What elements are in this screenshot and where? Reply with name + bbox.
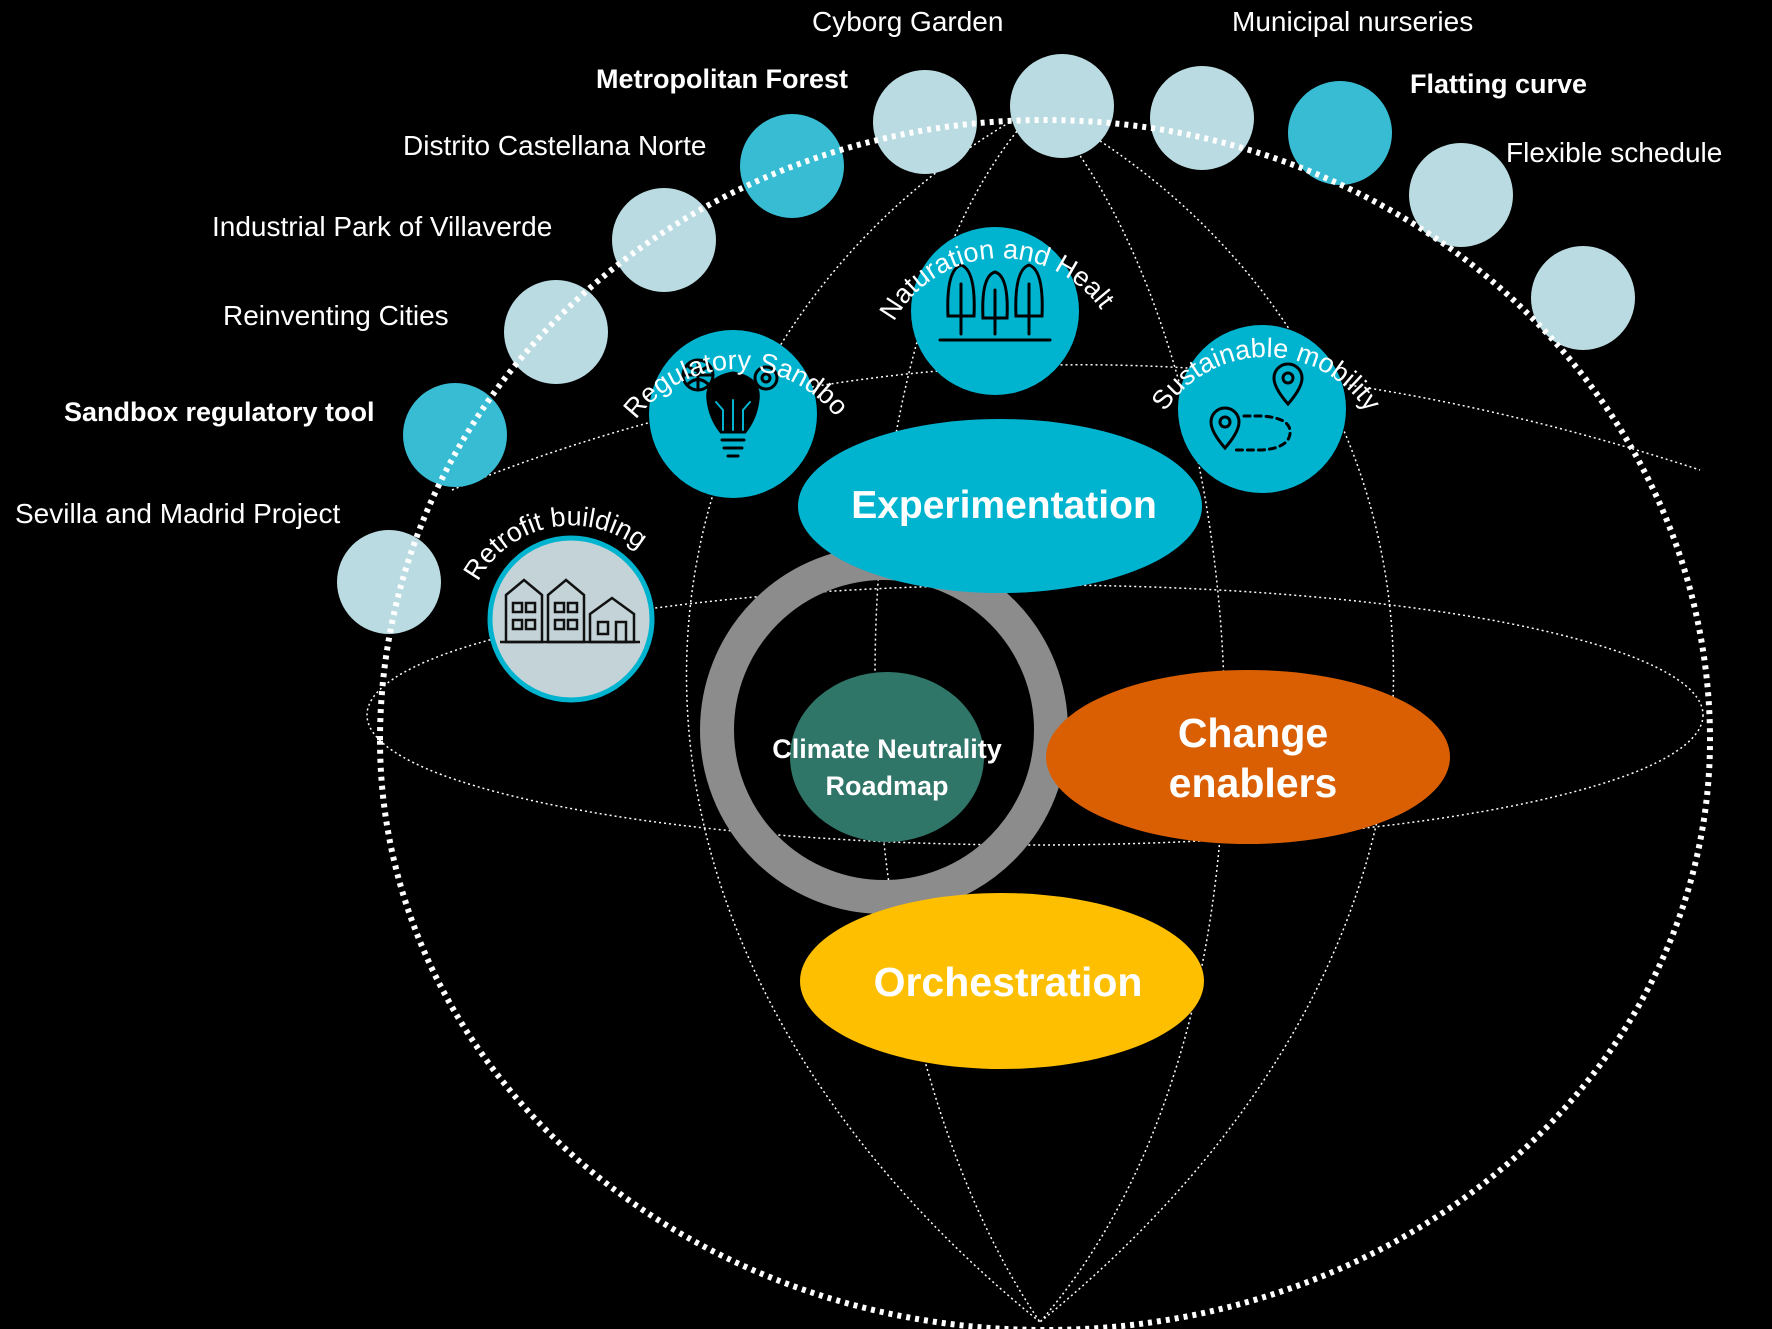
buildings-icon [500,578,640,644]
globe-latitude-upper [451,364,1701,491]
bubble-metropolitan-forest [873,70,977,174]
mobility-circle [1178,325,1346,493]
label-industrial-park: Industrial Park of Villaverde [212,211,552,242]
bubble-extra [1531,246,1635,350]
route-pins-icon [1209,362,1304,452]
bubble-sandbox-tool [403,383,507,487]
lightbulb-circuit-icon [681,358,779,458]
label-flatting-curve: Flatting curve [1410,69,1587,99]
label-sevilla-madrid-project: Sevilla and Madrid Project [15,498,340,529]
roadmap-label-line1: Climate Neutrality [772,734,1002,764]
bubble-reinventing-cities [504,280,608,384]
trees-icon [938,263,1052,342]
change-enablers-label-line1: Change [1178,710,1328,756]
roadmap-label-line2: Roadmap [825,771,948,801]
experimentation-ellipse [798,419,1202,593]
change-enablers-label-line2: enablers [1169,760,1338,806]
external-bubbles [337,54,1635,634]
label-metropolitan-forest: Metropolitan Forest [596,64,848,94]
bubble-municipal-nurseries [1150,66,1254,170]
bubble-industrial-park [612,188,716,292]
label-reinventing-cities: Reinventing Cities [223,300,449,331]
orchestration-label: Orchestration [874,959,1143,1005]
globe-outline [377,117,1714,1329]
bubble-flatting-curve [1288,81,1392,185]
experimentation-label: Experimentation [851,484,1157,527]
bubble-flexible-schedule [1409,143,1513,247]
label-flexible-schedule: Flexible schedule [1506,137,1722,168]
change-enablers-ellipse [1046,670,1450,844]
external-labels: Cyborg Garden Municipal nurseries Metrop… [15,6,1722,529]
orchestration-ellipse [800,893,1204,1069]
label-cyborg-garden: Cyborg Garden [812,6,1003,37]
label-sandbox-regulatory-tool: Sandbox regulatory tool [64,397,375,427]
label-distrito-castellana-norte: Distrito Castellana Norte [403,130,706,161]
label-municipal-nurseries: Municipal nurseries [1232,6,1473,37]
bubble-cyborg-garden [1010,54,1114,158]
bubble-sevilla-madrid [337,530,441,634]
roadmap-core [790,672,984,842]
